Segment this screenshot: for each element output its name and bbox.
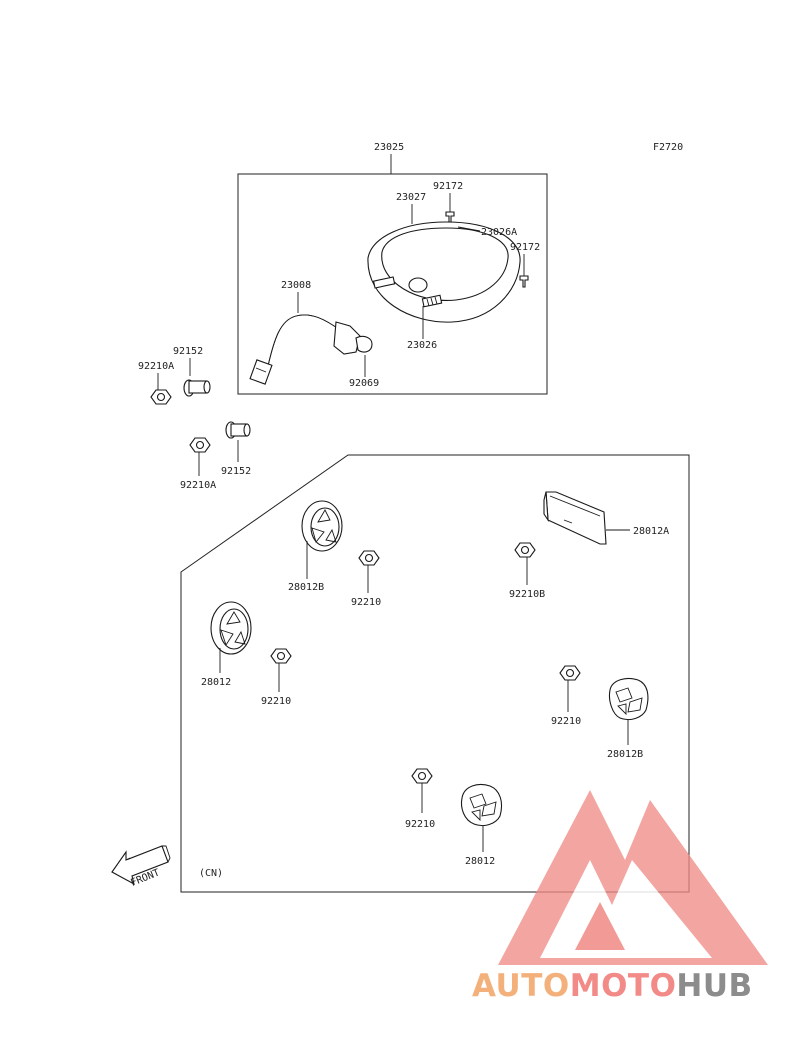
nut-92210-c [270,648,292,664]
reflector-28012b-top [301,500,343,552]
reflector-28012-left [210,601,252,655]
reflector-28012-bottom [460,783,503,827]
label-92172-right: 92172 [510,242,540,253]
label-92210-c: 92210 [261,696,291,707]
nut-upper [150,389,172,405]
label-92152-lower: 92152 [221,466,251,477]
label-23026: 23026 [407,340,437,351]
nut-92210-e [411,768,433,784]
cn-region-box [180,454,690,893]
nut-lower [189,437,211,453]
collar-lower [225,421,251,439]
watermark-hub: HUB [676,968,752,1004]
label-92172-top: 92172 [433,181,463,192]
front-arrow-icon: FRONT [111,845,171,889]
nut-92210-d [559,665,581,681]
watermark-moto: MOTO [570,968,677,1004]
screw-right [519,275,529,288]
region-label: (CN) [199,868,223,879]
nut-92210-a [358,550,380,566]
label-23026A: 23026A [481,227,517,238]
label-28012B-right: 28012B [607,749,643,760]
reflector-28012b-right [608,677,649,721]
label-23025: 23025 [374,142,404,153]
label-23008: 23008 [281,280,311,291]
label-92210-a: 92210 [351,597,381,608]
label-23027: 23027 [396,192,426,203]
label-28012B-top: 28012B [288,582,324,593]
watermark-auto: AUTO [472,968,570,1004]
socket-wire [249,314,373,385]
figure-code: F2720 [653,142,683,153]
lamp-housing [367,221,521,323]
watermark-logo [498,790,768,965]
screw-top [445,211,455,223]
label-92152-upper: 92152 [173,346,203,357]
label-28012A: 28012A [633,526,669,537]
label-92210A-upper: 92210A [138,361,174,372]
label-92069: 92069 [349,378,379,389]
label-92210-e: 92210 [405,819,435,830]
label-92210B: 92210B [509,589,545,600]
label-92210A-lower: 92210A [180,480,216,491]
watermark-text: AUTOMOTOHUB [472,968,753,1004]
label-92210-d: 92210 [551,716,581,727]
label-28012-left: 28012 [201,677,231,688]
nut-92210b [514,542,536,558]
plate-28012a [543,491,607,545]
label-28012-bottom: 28012 [465,856,495,867]
collar-upper [183,379,211,397]
tail-lamp-assembly-box [237,173,548,395]
